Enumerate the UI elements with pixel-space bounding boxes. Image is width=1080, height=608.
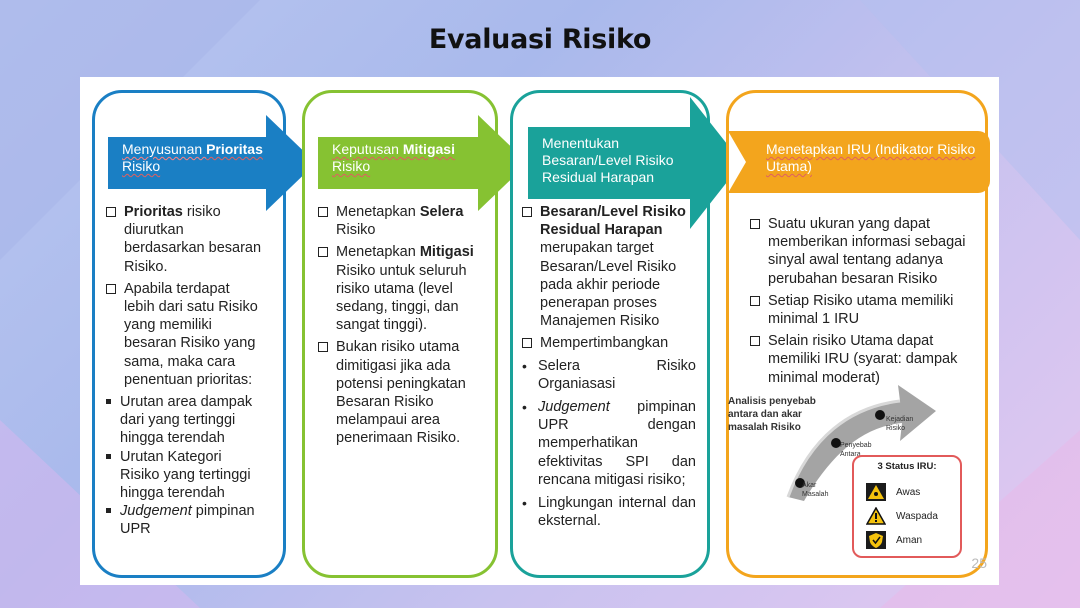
list-residual: Besaran/Level Risiko Residual Harapan me… — [520, 203, 696, 535]
page-number: 25 — [971, 555, 987, 571]
list-item-text: pimpinan UPR — [120, 503, 255, 538]
cause-diagram — [786, 385, 936, 501]
caution-icon — [866, 507, 886, 525]
header-prioritas: Menyusunan Prioritas Risiko — [122, 141, 263, 174]
list-item-text: Judgement — [120, 503, 192, 520]
list-item-text: Mitigasi — [419, 244, 474, 261]
status-iru-box: 3 Status IRU: Awas Waspada Aman — [852, 455, 962, 558]
list-item-text: Risiko — [336, 222, 376, 239]
arrow-iru-tip — [728, 131, 758, 193]
content-panel: Menyusunan Prioritas Risiko Prioritas ri… — [80, 77, 999, 585]
page-title: Evaluasi Risiko — [428, 24, 652, 55]
list-item: Urutan area dampak dari yang tertinggi h… — [104, 393, 264, 448]
list-item: Menetapkan Mitigasi Risiko untuk seluruh… — [316, 243, 478, 334]
status-title: 3 Status IRU: — [877, 461, 937, 472]
warning-hazard-icon — [866, 483, 886, 501]
label-penyebab-antara: Penyebab Antara — [840, 442, 872, 458]
list-item: Setiap Risiko utama memiliki minimal 1 I… — [748, 292, 970, 328]
arrow-mitigasi — [318, 115, 528, 211]
list-item-text: Apabila terdapat lebih dari satu Risiko … — [124, 280, 258, 388]
list-item-text: Bukan risiko utama dimitigasi jika ada p… — [336, 339, 466, 447]
list-item: Apabila terdapat lebih dari satu Risiko … — [104, 280, 264, 389]
list-item-text: Menetapkan — [336, 204, 420, 220]
list-item: Urutan Kategori Risiko yang tertinggi hi… — [104, 448, 264, 503]
list-item-text: Selera Risiko Organiasasi — [538, 357, 696, 392]
list-prioritas: Prioritas risiko diurutkan berdasarkan b… — [104, 203, 264, 539]
status-waspada: Waspada — [866, 505, 938, 527]
label-kejadian-risiko: Kejadian Risiko — [886, 416, 914, 432]
list-item-text: Prioritas — [124, 204, 183, 220]
list-item: Judgement pimpinan UPR dengan memperhati… — [520, 398, 696, 489]
list-item-text: Selera — [419, 204, 464, 220]
list-item-text: Risiko untuk seluruh risiko utama (level… — [336, 262, 467, 334]
list-item-text: merupakan target Besaran/Level Risiko pa… — [540, 240, 677, 330]
list-item: Suatu ukuran yang dapat memberikan infor… — [748, 215, 970, 288]
list-item-text: Urutan Kategori Risiko yang tertinggi hi… — [120, 448, 251, 502]
arrow-residual — [528, 97, 742, 229]
list-item-text: Selain risiko Utama dapat memiliki IRU (… — [768, 333, 958, 386]
list-item-text: pimpinan UPR dengan memperhatikan efekti… — [538, 399, 696, 488]
list-iru: Suatu ukuran yang dapat memberikan infor… — [748, 215, 970, 391]
list-item-text: Menetapkan — [336, 244, 420, 261]
list-item-text: Mempertimbangkan — [540, 335, 669, 352]
list-item-text: Lingkungan internal dan eksternal. — [538, 495, 696, 530]
status-aman: Aman — [866, 529, 922, 551]
list-item-text: Judgement — [538, 399, 610, 416]
list-item: Selain risiko Utama dapat memiliki IRU (… — [748, 332, 970, 387]
header-mitigasi: Keputusan Mitigasi Risiko — [332, 141, 455, 174]
list-item-text: risiko diurutkan berdasarkan besaran Ris… — [124, 204, 262, 275]
label-akar-masalah: Akar Masalah — [802, 482, 829, 498]
header-iru: Menetapkan IRU (Indikator Risiko Utama) — [766, 141, 976, 174]
status-awas: Awas — [866, 481, 920, 503]
list-item: Selera Risiko Organiasasi — [520, 357, 696, 393]
list-item: Besaran/Level Risiko Residual Harapan me… — [520, 203, 696, 330]
arrow-prioritas — [108, 115, 316, 211]
safe-shield-icon — [866, 531, 886, 549]
list-item: Menetapkan Selera Risiko — [316, 203, 478, 239]
diagram-caption: Analisis penyebab antara dan akar masala… — [728, 396, 816, 433]
list-item: Lingkungan internal dan eksternal. — [520, 494, 696, 530]
list-item: Prioritas risiko diurutkan berdasarkan b… — [104, 203, 264, 276]
list-item-text: Besaran/Level Risiko Residual Harapan — [540, 204, 686, 239]
header-iru-box — [752, 131, 990, 193]
list-item-text: Urutan area dampak dari yang tertinggi h… — [120, 394, 253, 447]
list-item: Mempertimbangkan — [520, 334, 696, 352]
header-residual: Menentukan Besaran/Level Risiko Residual… — [542, 135, 674, 185]
list-item-text: Suatu ukuran yang dapat memberikan infor… — [768, 216, 966, 287]
list-item: Bukan risiko utama dimitigasi jika ada p… — [316, 338, 478, 447]
list-item: Judgement pimpinan UPR — [104, 502, 264, 538]
list-item-text: Setiap Risiko utama memiliki minimal 1 I… — [768, 292, 954, 328]
